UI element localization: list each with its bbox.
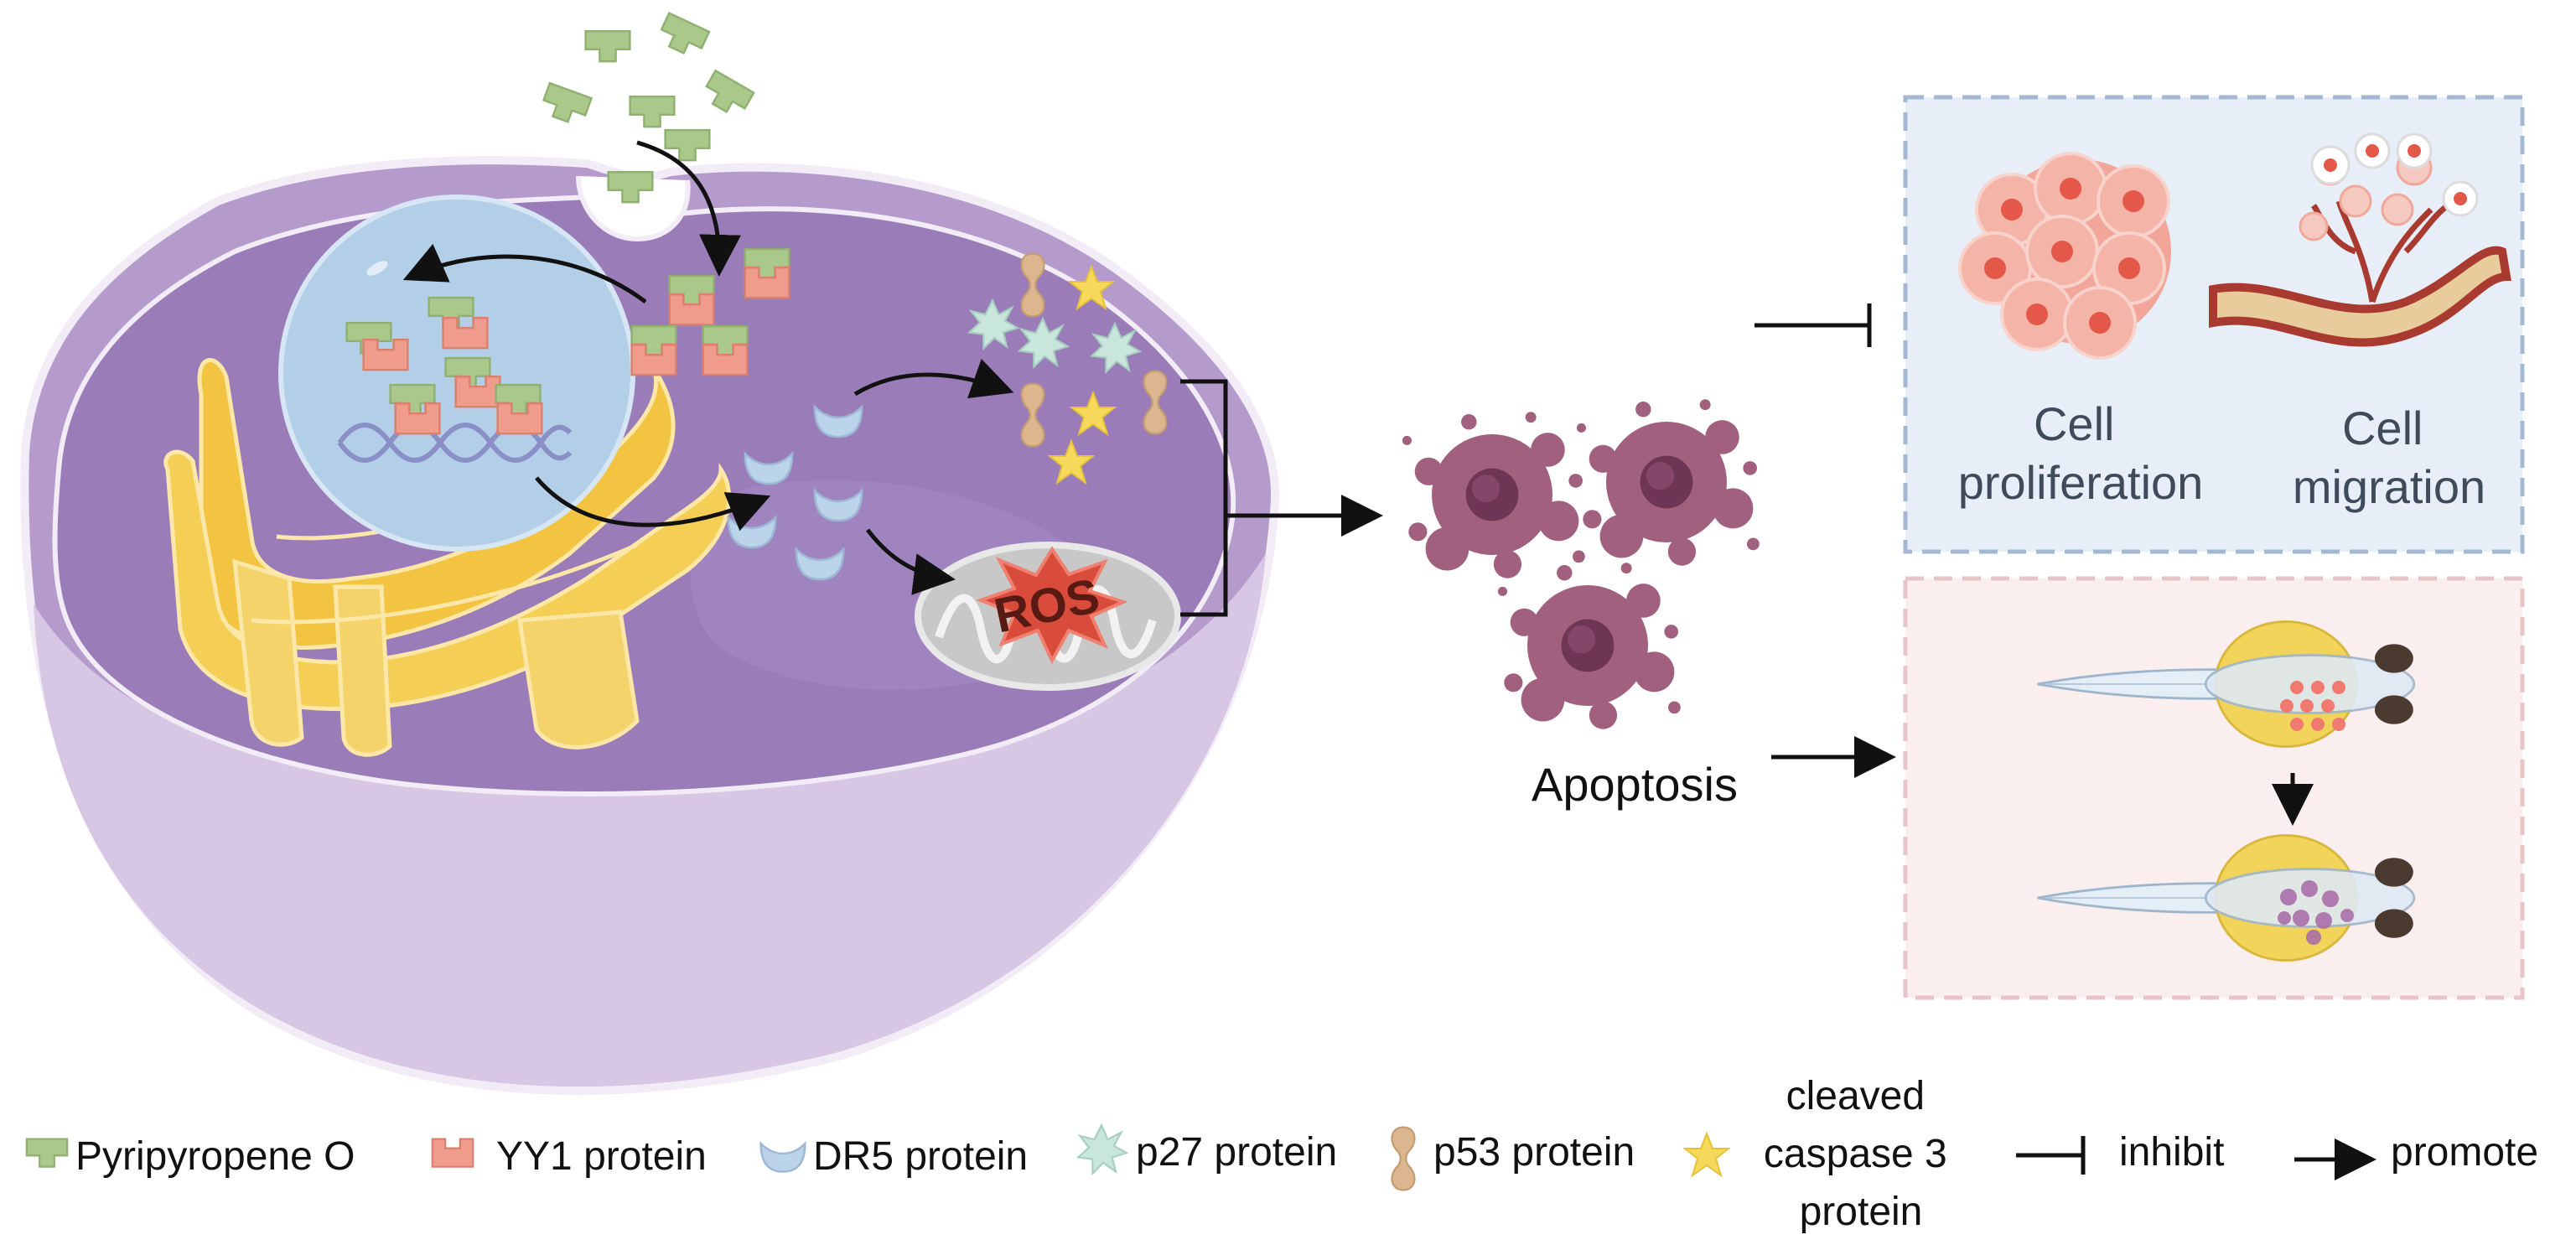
legend-label-pyripyropene-o: Pyripyropene O [75,1134,355,1179]
transcription-arrow [535,476,771,532]
apoptotic-cell [1402,412,1585,578]
inhibit-arrow [1754,303,1872,347]
cell-migration-label: Cell migration [2293,402,2485,513]
dr5-to-proteins-arrow [853,359,1014,399]
mitochondrion: ROS [915,542,1181,691]
apoptotic-cells [1402,399,1760,729]
dna-helix-icon [337,423,573,463]
cell-proliferation-label: Cell proliferation [1958,397,2204,509]
legend-label-dr5: DR5 protein [813,1134,1028,1179]
blood-vessel-migration-icon [2209,132,2511,347]
tumor-cell-cluster-icon [1958,152,2171,360]
p53-protein-icon [1391,1126,1416,1191]
legend-label-yy1: YY1 protein [496,1134,707,1179]
inhibit-arrow-icon [2016,1136,2086,1175]
yy1-protein-icon [431,1138,474,1168]
legend-label-promote: promote [2391,1130,2538,1175]
apoptosis-label: Apoptosis [1532,758,1738,811]
dr5-protein-icon [759,1142,806,1173]
ros-burst-icon [976,546,1128,665]
cleaved-caspase-3-icon [1684,1133,1729,1176]
apoptotic-cell [1576,399,1760,566]
tumor-reduced-icon [2278,880,2354,945]
nuclear-import-arrow [402,243,647,304]
legend: Pyripyropene O YY1 protein DR5 protein p… [25,1074,2538,1234]
tumor-xenograft-icon [2280,681,2345,731]
nucleus [278,195,635,552]
cell-cut-face [34,553,1266,1087]
inhibition-panel: Cell proliferation Cell migration [1903,95,2525,554]
legend-label-p27: p27 protein [1136,1130,1337,1175]
apoptotic-cell [1497,563,1681,729]
legend-label-p53: p53 protein [1433,1130,1635,1175]
drug-entry-arrow [636,140,741,277]
zebrafish-panel [1903,576,2525,1000]
effect-arrows [1754,303,1896,778]
legend-label-inhibit: inhibit [2119,1130,2224,1175]
p27-protein-icon [1077,1124,1127,1175]
pyripyropene-o-icon [25,1138,69,1168]
bracket [1180,379,1228,617]
legend-label-cleaved-caspase-3: cleaved caspase 3 protein [1764,1074,1958,1234]
dr5-to-ros-arrow [866,528,956,595]
pathway-arrows [402,140,1383,617]
